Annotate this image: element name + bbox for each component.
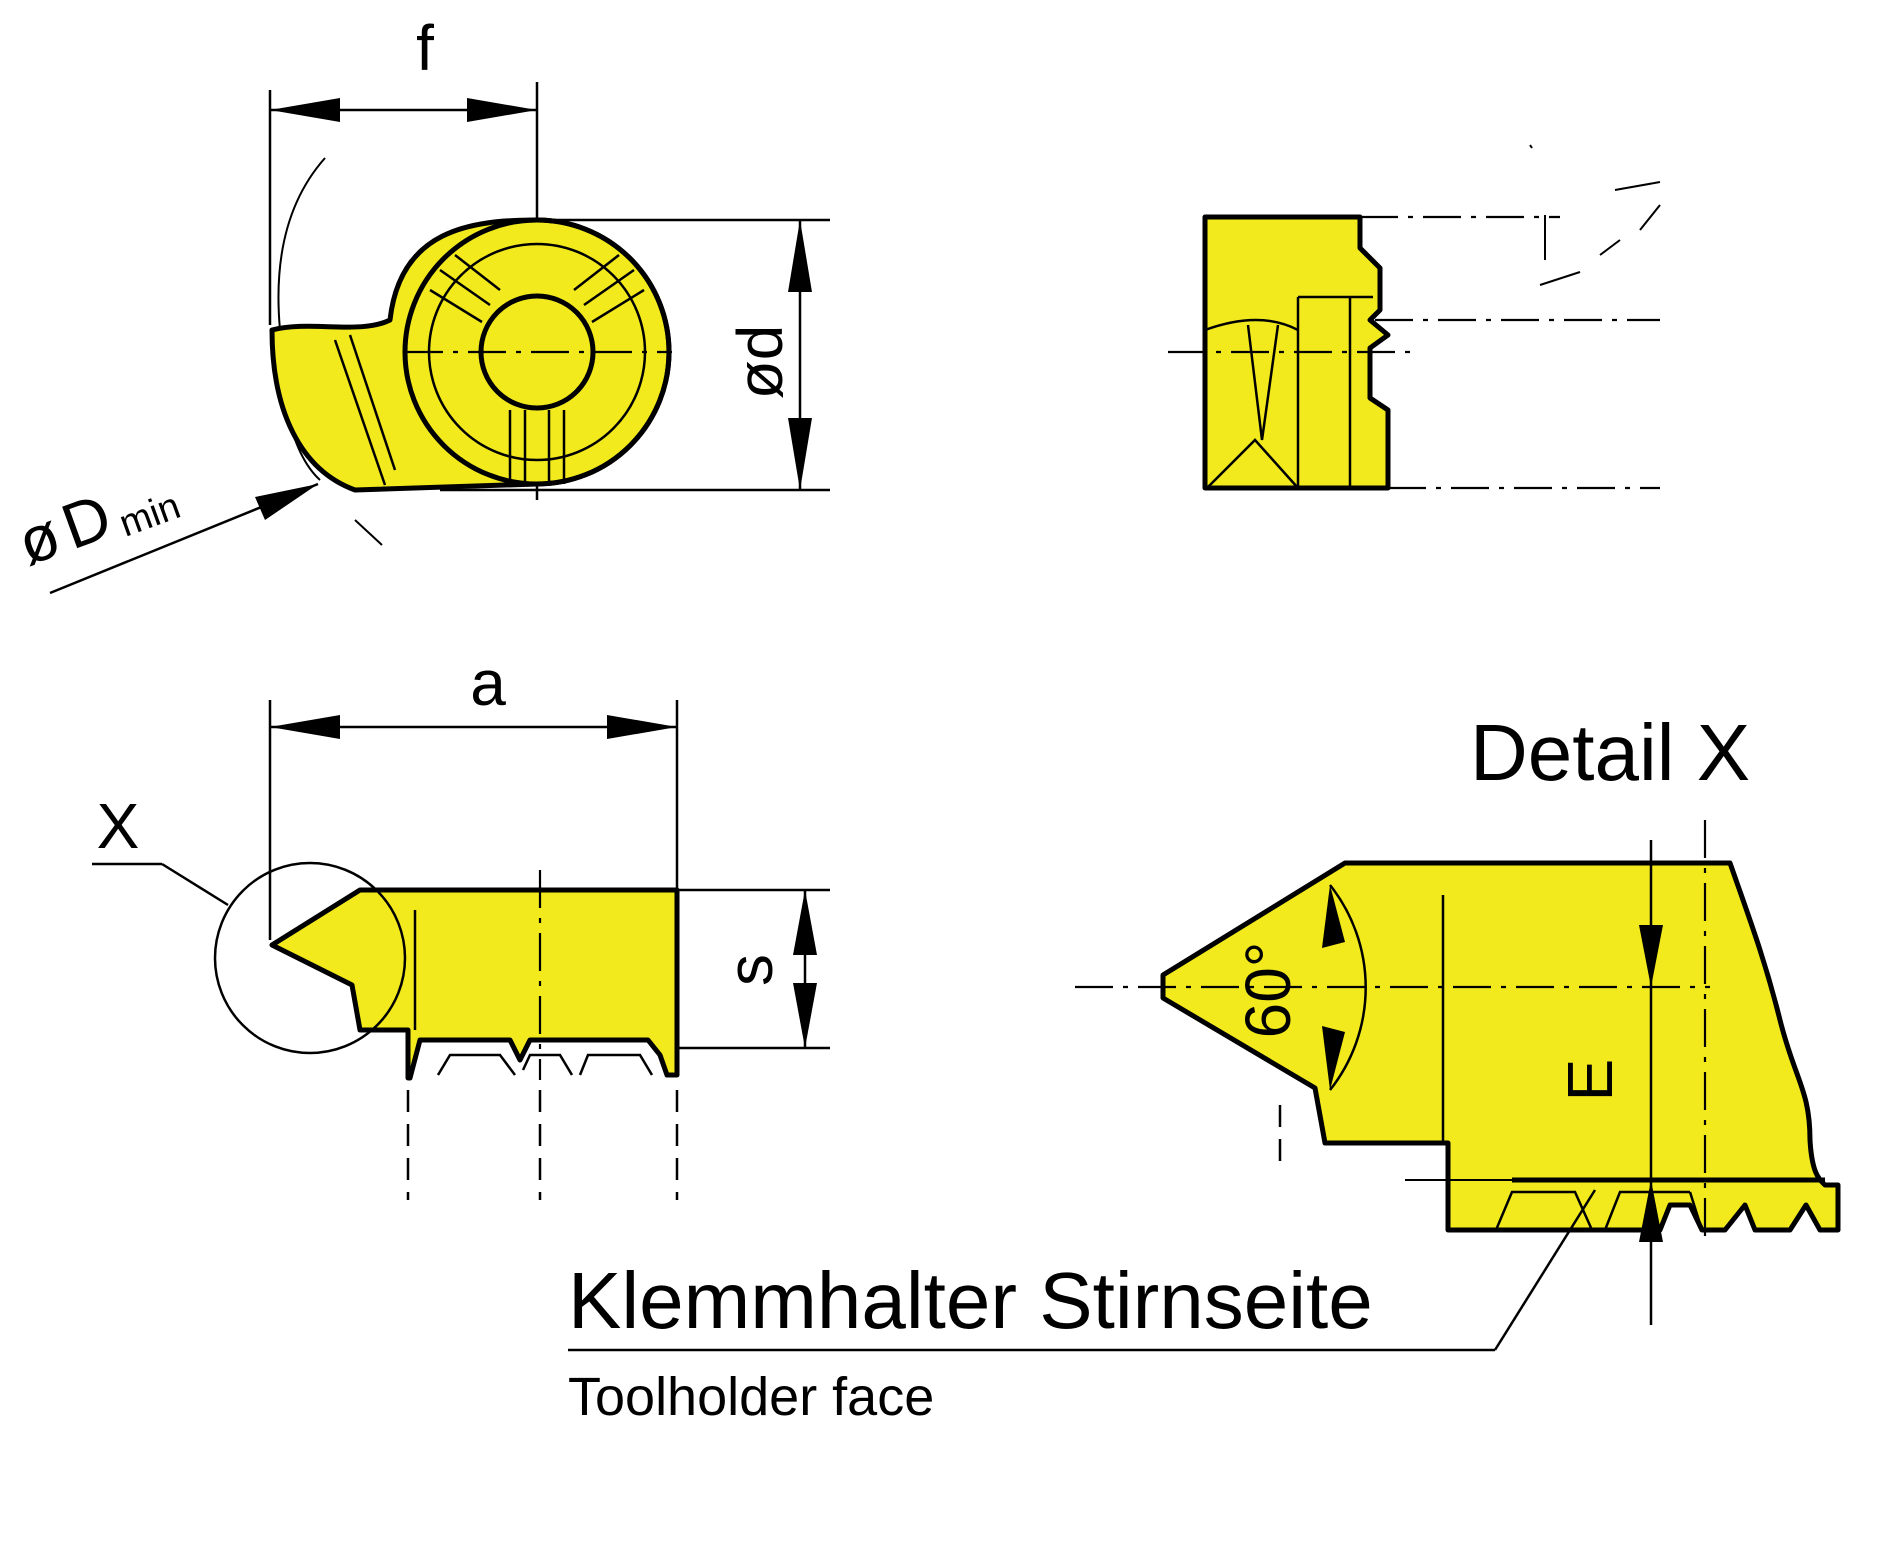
detail-x-circle [213, 861, 407, 1055]
x-label: X [97, 790, 140, 862]
a-arrow-right [607, 715, 677, 739]
f-label: f [416, 12, 434, 84]
detail-x-view: Detail X 60° E [1075, 708, 1841, 1325]
x-leader-diagonal [161, 862, 229, 907]
e-arrow-bottom [1639, 1180, 1663, 1242]
e-label: E [1554, 1059, 1626, 1102]
a-label: a [470, 647, 506, 719]
detail-teeth [1494, 1190, 1704, 1231]
e-arrow-top [1639, 925, 1663, 987]
radial-grooves [429, 254, 645, 484]
dmin-arc-top [277, 157, 326, 331]
insert-top-body [269, 887, 680, 1081]
d-arrow-bottom [788, 418, 812, 490]
bottom-left-view: a X s [92, 647, 830, 1200]
dmin-arrow [255, 484, 318, 520]
insert-top-teeth [436, 1053, 654, 1076]
s-label: s [714, 954, 786, 986]
f-arrow-left [270, 98, 340, 122]
top-right-view [1168, 144, 1661, 491]
insert-front-body [269, 217, 672, 493]
toolholder-face-callout: Klemmhalter Stirnseite Toolholder face [568, 1189, 1597, 1427]
dmin-subscript: min [114, 485, 186, 545]
chamfer-line-2 [348, 334, 397, 471]
insert-side-v-groove [1206, 324, 1299, 489]
face-label-de: Klemmhalter Stirnseite [568, 1256, 1373, 1345]
angle-arrow-top [1322, 885, 1345, 948]
top-left-view: f ød [8, 12, 830, 595]
angle-label: 60° [1232, 942, 1304, 1039]
face-label-en: Toolholder face [568, 1367, 934, 1427]
face-leader-diagonal [1493, 1189, 1597, 1351]
side-clamp-sketch [1529, 144, 1661, 286]
detail-title: Detail X [1470, 708, 1750, 797]
angle-arc [1329, 884, 1367, 1091]
s-arrow-bottom [793, 983, 817, 1048]
chamfer-line-1 [333, 339, 387, 486]
dmin-arc-tick [354, 519, 383, 546]
d-arrow-top [788, 220, 812, 292]
dmin-label: øDmin [8, 456, 186, 580]
f-arrow-right [467, 98, 537, 122]
s-arrow-top [793, 890, 817, 955]
a-arrow-left [270, 715, 340, 739]
angle-arrow-bottom [1322, 1026, 1345, 1090]
d-label: ød [724, 325, 796, 400]
detail-insert-body [1160, 860, 1841, 1233]
insert-side-arc [1204, 318, 1299, 332]
